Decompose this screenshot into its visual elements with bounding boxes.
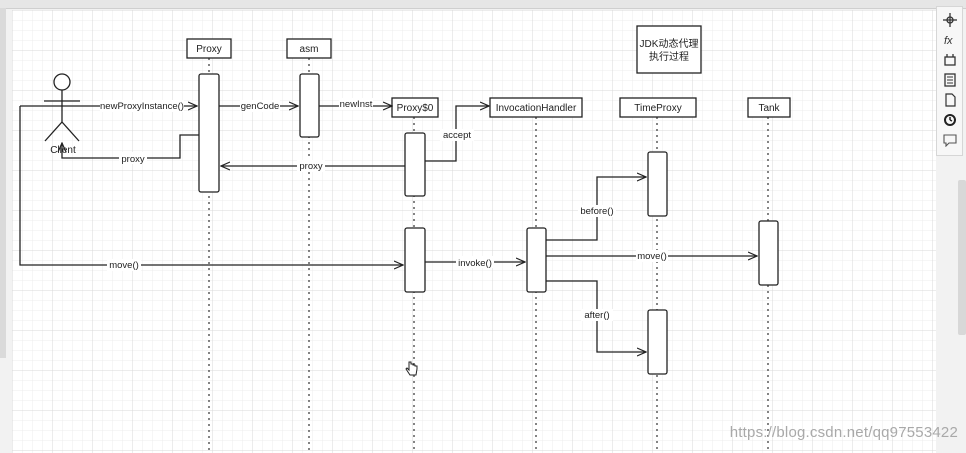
actor-label: Client bbox=[50, 145, 76, 156]
message-move-call[interactable] bbox=[19, 106, 403, 265]
activation-proxy0-move bbox=[404, 227, 426, 293]
watermark-text: https://blog.csdn.net/qq97553422 bbox=[729, 424, 958, 441]
note-line-2: 执行过程 bbox=[649, 50, 689, 63]
format-icon[interactable] bbox=[941, 71, 959, 89]
participant-box-invocation-handler[interactable] bbox=[489, 97, 583, 118]
label-new-inst: newInst bbox=[340, 99, 373, 110]
activation-time-proxy-before bbox=[647, 151, 668, 217]
participant-box-asm[interactable] bbox=[286, 38, 332, 59]
move-icon[interactable] bbox=[941, 11, 959, 29]
function-icon[interactable]: fx bbox=[941, 31, 959, 49]
participant-label-invocation-handler: InvocationHandler bbox=[496, 103, 577, 114]
participant-label-time-proxy: TimeProxy bbox=[634, 103, 681, 114]
participant-label-tank: Tank bbox=[758, 103, 780, 114]
label-accept: accept bbox=[443, 130, 471, 141]
participant-label-proxy0: Proxy$0 bbox=[397, 103, 434, 114]
actor-client[interactable] bbox=[44, 73, 80, 142]
participant-box-proxy[interactable] bbox=[186, 38, 232, 59]
activation-asm bbox=[299, 73, 320, 138]
svg-text:fx: fx bbox=[944, 35, 953, 47]
label-before: before() bbox=[580, 206, 613, 217]
activation-time-proxy-after bbox=[647, 309, 668, 375]
participant-label-proxy: Proxy bbox=[196, 44, 222, 55]
history-icon[interactable] bbox=[941, 111, 959, 129]
top-border-bar bbox=[0, 0, 966, 9]
label-new-proxy-instance: newProxyInstance() bbox=[100, 101, 184, 112]
label-invoke: invoke() bbox=[458, 258, 492, 269]
participant-box-time-proxy[interactable] bbox=[619, 97, 697, 118]
left-edge-strip bbox=[0, 8, 6, 358]
crop-icon[interactable] bbox=[941, 51, 959, 69]
activation-tank bbox=[758, 220, 779, 286]
hand-cursor-icon bbox=[404, 360, 420, 378]
page-icon[interactable] bbox=[941, 91, 959, 109]
participant-box-tank[interactable] bbox=[747, 97, 791, 118]
label-move-tank: move() bbox=[637, 251, 667, 262]
side-toolbar: fx bbox=[936, 6, 963, 156]
message-proxy-return-2[interactable] bbox=[62, 134, 199, 159]
note-box[interactable] bbox=[636, 25, 702, 74]
activation-proxy0-accept bbox=[404, 132, 426, 197]
label-proxy-return-1: proxy bbox=[299, 161, 322, 172]
activation-invocation-handler bbox=[526, 227, 547, 293]
comment-icon[interactable] bbox=[941, 131, 959, 149]
grid-lines bbox=[12, 10, 936, 453]
activation-proxy bbox=[198, 73, 220, 193]
label-after: after() bbox=[584, 310, 609, 321]
note-line-1: JDK动态代理 bbox=[640, 37, 699, 50]
label-move-call: move() bbox=[109, 260, 139, 271]
vertical-scrollbar[interactable] bbox=[958, 180, 966, 335]
participant-label-asm: asm bbox=[300, 44, 319, 55]
label-gen-code: genCode bbox=[241, 101, 280, 112]
label-proxy-return-2: proxy bbox=[121, 154, 144, 165]
